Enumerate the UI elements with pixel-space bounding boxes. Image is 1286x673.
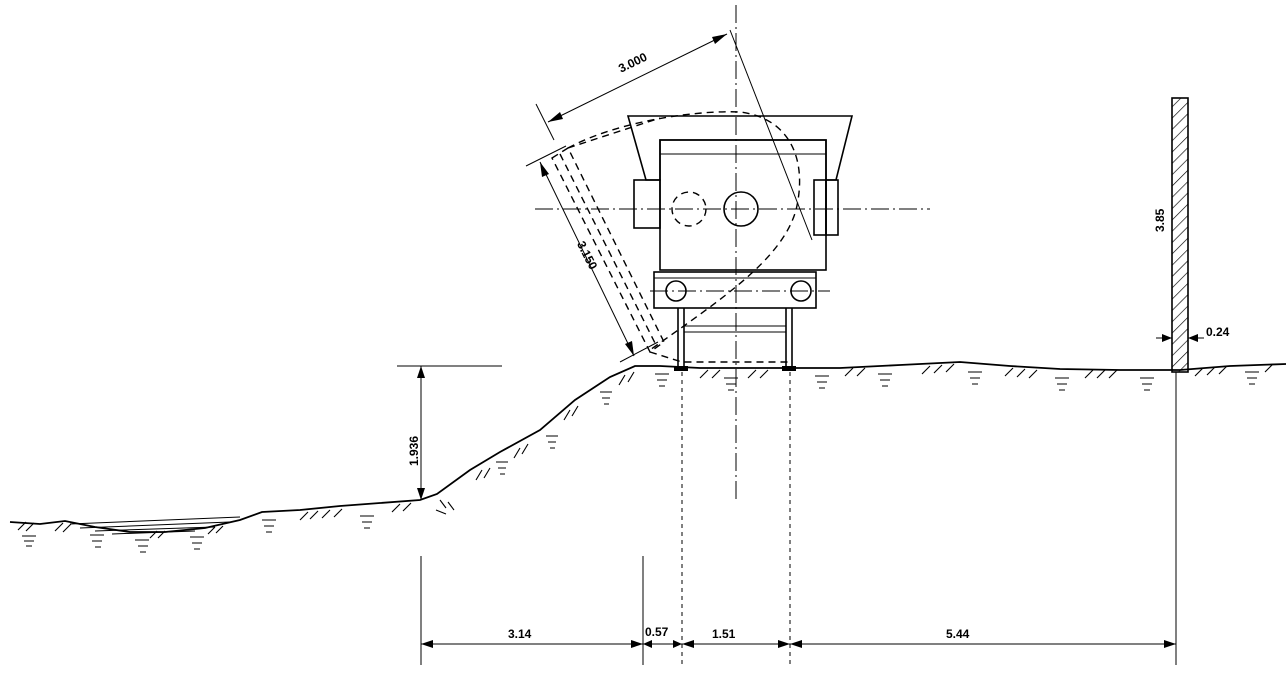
left-side-box (633, 179, 661, 229)
boom-length-label: 3.000 (616, 50, 649, 76)
dimension-embankment-height: 1.936 (397, 365, 502, 500)
main-drum (723, 191, 759, 227)
support-legs (674, 308, 796, 371)
span-3-label: 1.51 (712, 627, 736, 641)
bucket-outline (551, 146, 665, 354)
ground-hatching (17, 363, 1274, 553)
embankment-height-label: 1.936 (407, 436, 421, 466)
span-2-label: 0.57 (645, 625, 669, 639)
bucket-depth-label: 3.150 (574, 239, 600, 272)
boom-swing-path (567, 111, 801, 351)
pole (1171, 97, 1189, 373)
chassis (653, 271, 817, 309)
dimension-pole-width: 0.24 (1156, 325, 1230, 342)
pole-width-label: 0.24 (1206, 325, 1230, 339)
boom-line (729, 29, 813, 241)
span-4-label: 5.44 (946, 627, 970, 641)
right-side-box (825, 179, 839, 236)
dimension-pole-height: 3.85 (1153, 208, 1167, 232)
machine-body (659, 139, 827, 271)
excavator-machine (551, 29, 854, 371)
span-1-label: 3.14 (508, 627, 532, 641)
dimension-boom-length: 3.000 (535, 33, 728, 141)
center-lines (535, 5, 930, 500)
water-surface (69, 516, 241, 535)
pole-height-label: 3.85 (1153, 208, 1167, 232)
ground-profile (9, 361, 1286, 553)
dimension-chain-bottom: 3.14 0.57 1.51 5.44 (420, 372, 1177, 665)
hopper (626, 115, 854, 181)
